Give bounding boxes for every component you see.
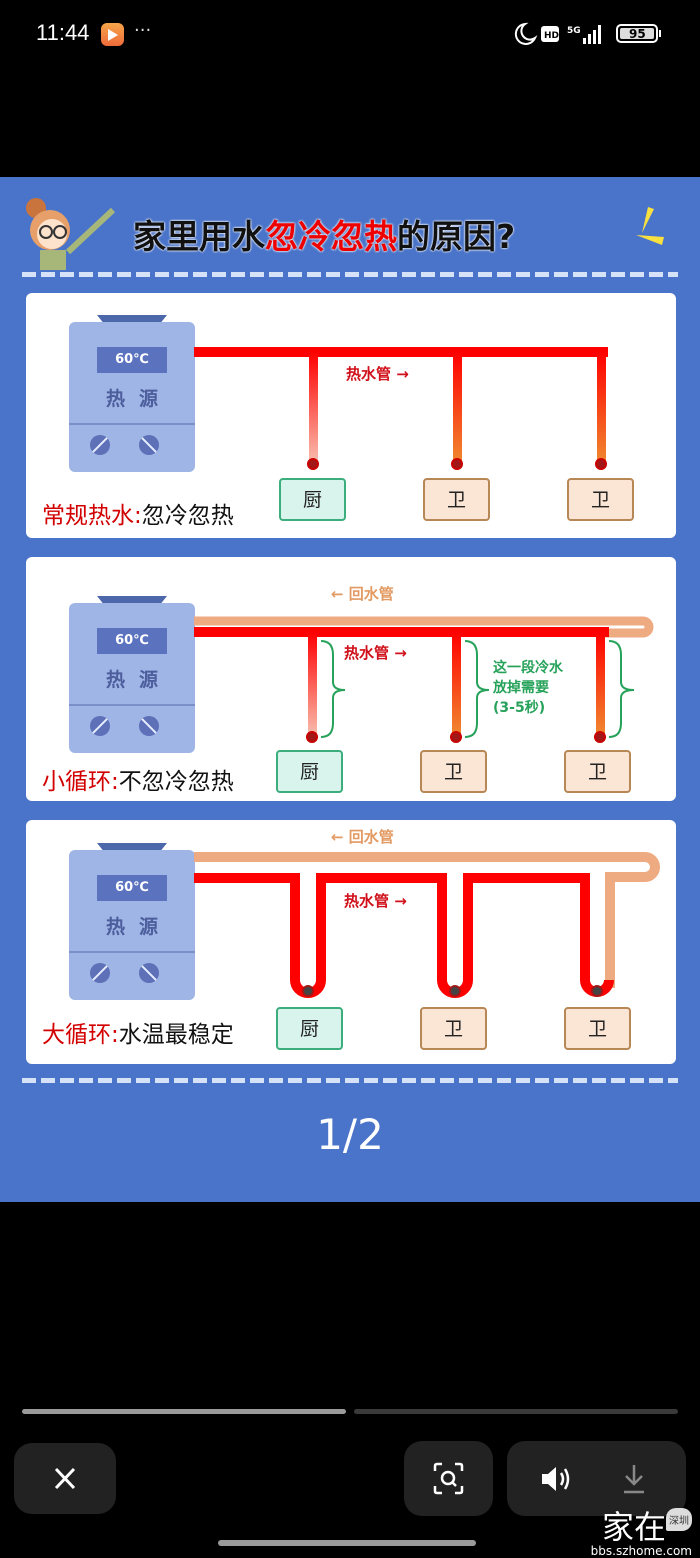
page-indicator: 1/2 [316, 1110, 384, 1159]
progress-segment-current[interactable] [22, 1409, 346, 1414]
app-notification-icon [101, 23, 124, 46]
hd-icon [541, 26, 559, 42]
svg-text:5G: 5G [567, 26, 581, 36]
hot-pipe-label: 热水管 → [346, 365, 409, 383]
signal-icon [583, 25, 601, 44]
svg-text:95: 95 [629, 27, 646, 41]
moon-icon [514, 22, 538, 45]
room-kitchen: 厨 [276, 1007, 343, 1050]
close-button[interactable] [14, 1443, 116, 1514]
scan-search-icon [433, 1462, 464, 1495]
room-bathroom: 卫 [564, 1007, 631, 1050]
cold-water-note: 这一段冷水放掉需要(3-5秒) [493, 660, 563, 716]
panel-caption: 常规热水:忽冷忽热 [42, 503, 234, 529]
home-indicator[interactable] [218, 1540, 476, 1546]
download-icon [624, 1465, 644, 1494]
room-kitchen: 厨 [276, 750, 343, 793]
close-icon [54, 1467, 76, 1490]
panel-caption: 大循环:水温最稳定 [42, 1022, 234, 1048]
progress-segment-next[interactable] [354, 1409, 678, 1414]
room-bathroom: 卫 [420, 1007, 487, 1050]
room-bathroom: 卫 [423, 478, 490, 521]
visual-search-button[interactable] [404, 1441, 493, 1516]
divider [22, 1078, 678, 1083]
watermark: 家在深圳 bbs.szhome.com [590, 1508, 692, 1558]
status-icons: HD 5G 95 [514, 22, 661, 45]
hot-pipe-label: 热水管 → [344, 644, 407, 662]
return-pipe-label: ← 回水管 [331, 828, 394, 846]
room-bathroom: 卫 [567, 478, 634, 521]
teacher-cartoon-icon [26, 198, 116, 270]
sparkle-icon [636, 207, 664, 245]
room-bathroom: 卫 [420, 750, 487, 793]
battery-icon: 95 [616, 24, 661, 43]
status-time: 11:44 [36, 20, 90, 45]
panel-caption: 小循环:不忽冷忽热 [42, 769, 234, 795]
download-button[interactable] [619, 1461, 649, 1497]
room-kitchen: 厨 [279, 478, 346, 521]
volume-button[interactable] [537, 1461, 577, 1497]
divider [22, 272, 678, 277]
room-bathroom: 卫 [564, 750, 631, 793]
svg-text:HD: HD [544, 31, 559, 41]
more-notifications-icon: ··· [134, 20, 152, 41]
speaker-icon [542, 1467, 556, 1491]
hot-pipe-label: 热水管 → [344, 892, 407, 910]
media-controls [507, 1441, 686, 1516]
page-title: 家里用水忽冷忽热的原因? [133, 217, 516, 256]
return-pipe-label: ← 回水管 [331, 585, 394, 603]
